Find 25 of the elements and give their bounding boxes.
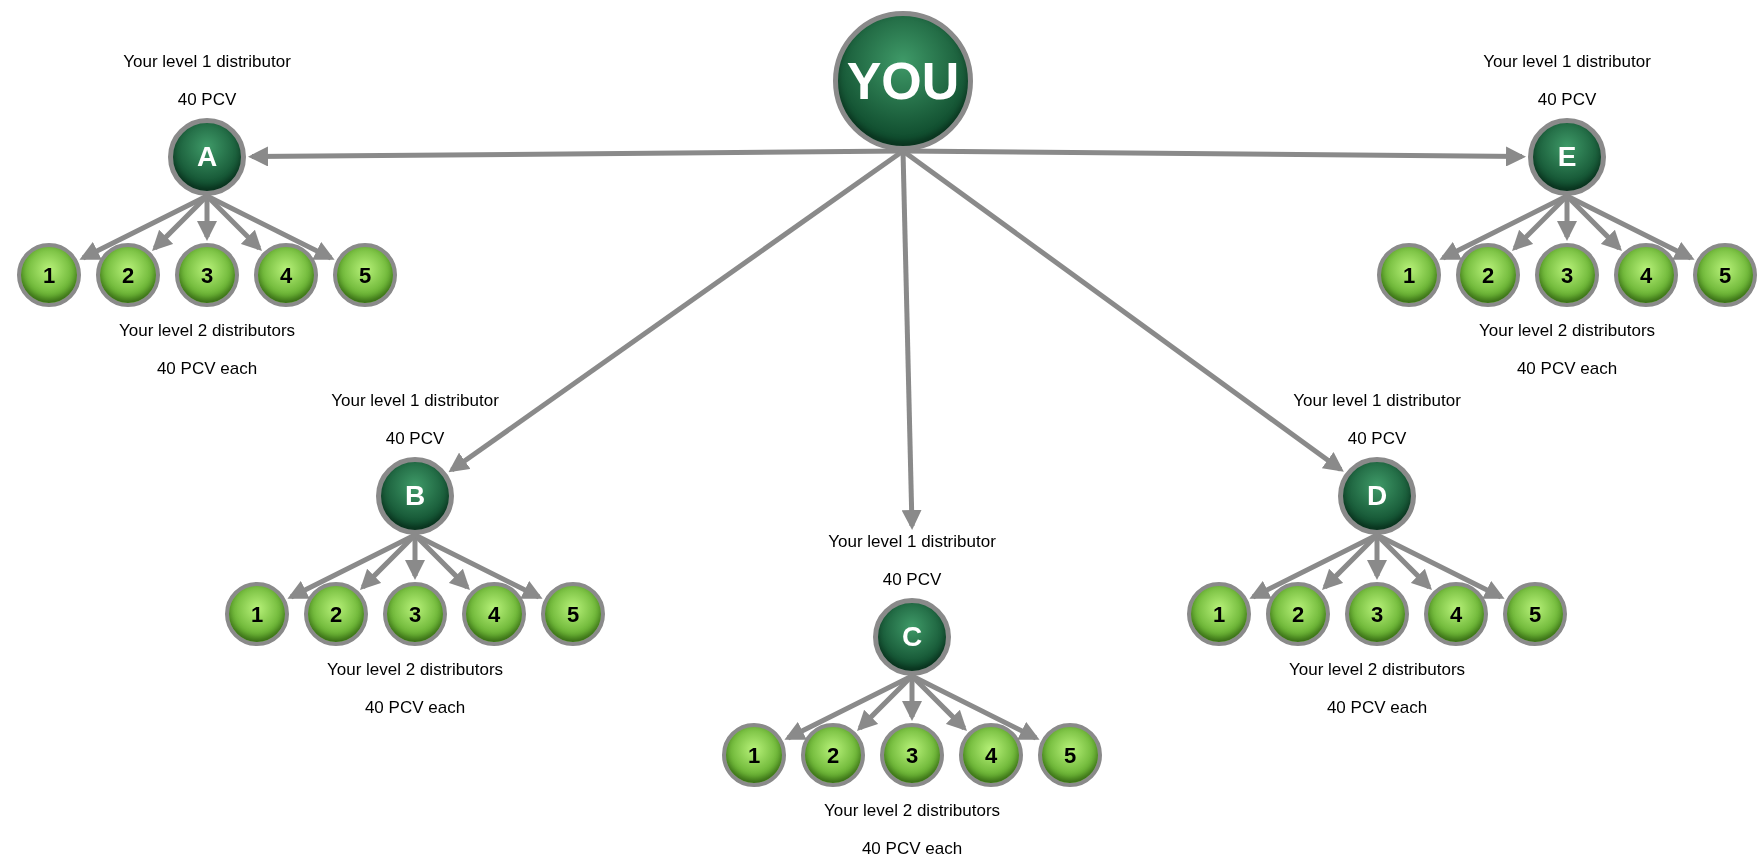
node-caption: Your level 1 distributor bbox=[1483, 52, 1651, 72]
group-caption: Your level 2 distributors bbox=[326, 660, 504, 680]
node-caption: Your level 1 distributor bbox=[1293, 391, 1461, 411]
node-caption: 40 PCV bbox=[1537, 90, 1597, 110]
group-caption: 40 PCV each bbox=[861, 839, 963, 859]
group-caption: Your level 2 distributors bbox=[1288, 660, 1466, 680]
group-caption: 40 PCV each bbox=[364, 698, 466, 718]
group-caption: Your level 2 distributors bbox=[118, 321, 296, 341]
group-caption: 40 PCV each bbox=[156, 359, 258, 379]
group-caption: Your level 2 distributors bbox=[823, 801, 1001, 821]
group-caption: Your level 2 distributors bbox=[1478, 321, 1656, 341]
node-caption: 40 PCV bbox=[882, 570, 942, 590]
node-caption: 40 PCV bbox=[177, 90, 237, 110]
group-caption: 40 PCV each bbox=[1326, 698, 1428, 718]
arrow bbox=[1557, 196, 1577, 241]
node-caption: Your level 1 distributor bbox=[828, 532, 996, 552]
node-caption: Your level 1 distributor bbox=[123, 52, 291, 72]
node-caption: Your level 1 distributor bbox=[331, 391, 499, 411]
arrow bbox=[197, 196, 217, 241]
group-caption: 40 PCV each bbox=[1516, 359, 1618, 379]
arrow bbox=[1367, 535, 1387, 580]
node-caption: 40 PCV bbox=[1347, 429, 1407, 449]
arrow bbox=[902, 676, 922, 721]
arrow bbox=[405, 535, 425, 580]
node-caption: 40 PCV bbox=[385, 429, 445, 449]
